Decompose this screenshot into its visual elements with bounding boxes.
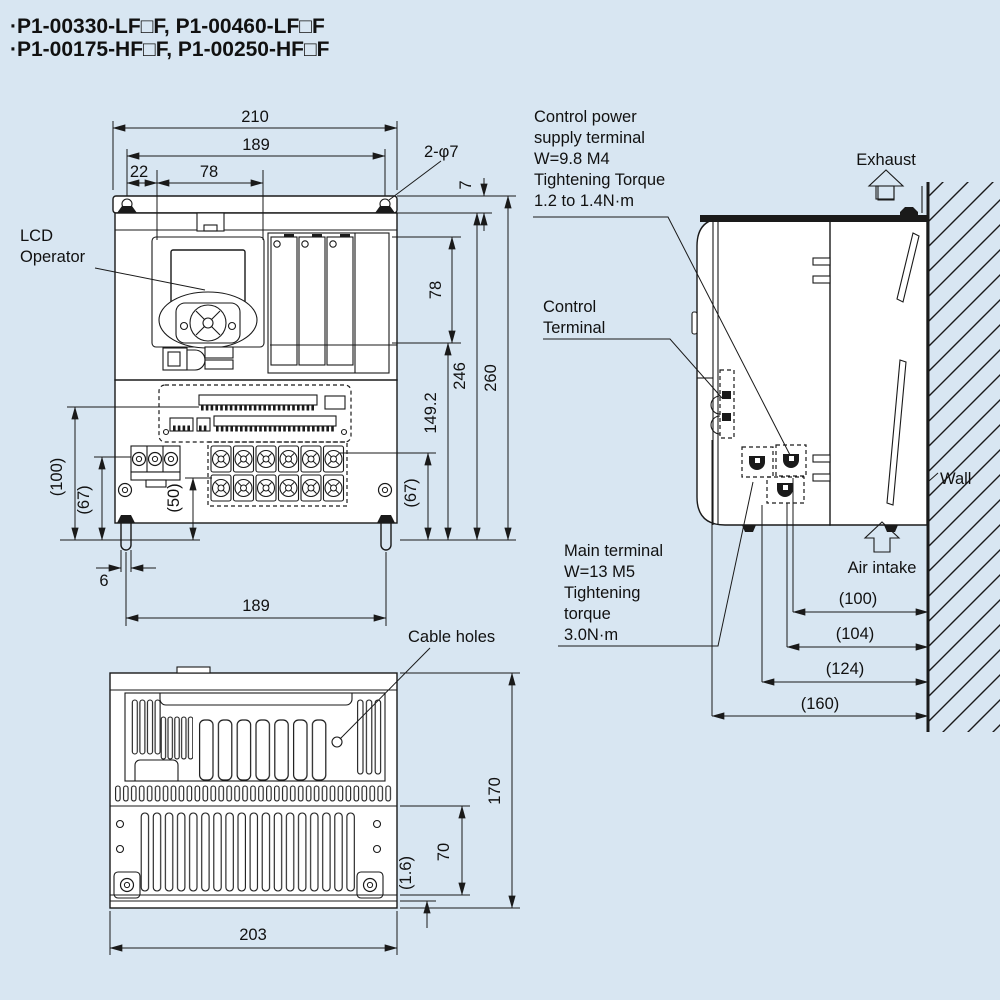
- dim-depth: 170: [486, 777, 504, 805]
- wall-label: Wall: [940, 470, 971, 488]
- control-power-terminal-block: [130, 445, 181, 488]
- option-slot-2: [298, 236, 326, 366]
- dim-clearance-104: (104): [836, 625, 875, 643]
- base-screw-right: [362, 877, 378, 893]
- control-power-label-3: W=9.8 M4: [534, 150, 610, 168]
- main-terminal-label-1: Main terminal: [564, 542, 663, 560]
- main-terminal-label-3: Tightening: [564, 584, 640, 602]
- dim-mounting-width: 189: [242, 136, 270, 154]
- side-control-terminal: [710, 369, 735, 439]
- option-slot-bay: [267, 232, 397, 374]
- terminal-strip-small-1: [169, 417, 194, 432]
- foot-right: [377, 515, 395, 551]
- fin-hook-lower: [886, 359, 907, 506]
- dim-foot-width: 6: [99, 572, 108, 590]
- control-power-label-4: Tightening Torque: [534, 171, 665, 189]
- round-connector: [186, 349, 206, 371]
- dim-operator-width: 78: [200, 163, 218, 181]
- control-terminal-label-1: Control: [543, 298, 596, 316]
- title-block: ·P1-00330-LF□F, P1-00460-LF□F ·P1-00175-…: [10, 15, 330, 61]
- heatsink-fins: [139, 812, 357, 893]
- control-power-label-2: supply terminal: [534, 129, 645, 147]
- mount-boss-right: [375, 206, 395, 213]
- main-terminal-label-4: torque: [564, 605, 611, 623]
- mount-boss-left: [117, 206, 137, 213]
- dim-overall-height: 260: [482, 364, 500, 392]
- side-body: [696, 217, 928, 526]
- terminal-strip-small-2: [196, 417, 211, 432]
- dim-fin-height: 70: [435, 843, 453, 861]
- lcd-operator-label-2: Operator: [20, 248, 86, 266]
- dim-option-height: 78: [427, 281, 445, 299]
- lcd-operator: [151, 236, 265, 371]
- control-terminal-label-2: Terminal: [543, 319, 605, 337]
- dim-plate-offset: 7: [457, 180, 475, 189]
- dim-overall-width: 210: [241, 108, 269, 126]
- top-latch: [196, 212, 225, 232]
- top-bracket: [900, 207, 918, 215]
- top-plate-edge: [700, 215, 927, 222]
- main-terminal-label-2: W=13 M5: [564, 563, 635, 581]
- cable-holes-leader: [339, 647, 431, 740]
- model-list-line2: ·P1-00175-HF□F, P1-00250-HF□F: [10, 38, 330, 61]
- wall-hatch: [928, 182, 1000, 732]
- main-terminal-leader: [558, 481, 754, 647]
- dim-bottom-mounting-width: 189: [242, 597, 270, 615]
- control-terminal-leader: [543, 338, 723, 399]
- dim-left-terminal-height: (100): [48, 458, 66, 497]
- side-view-dimensions: (100) (104) (124) (160): [711, 440, 929, 720]
- terminal-strip-lower: [213, 415, 337, 427]
- dim-body-height: 246: [451, 362, 469, 390]
- option-slot-1: [270, 236, 298, 366]
- model-list-line1: ·P1-00330-LF□F, P1-00460-LF□F: [10, 15, 325, 38]
- mounting-plate: [112, 195, 398, 214]
- vent-slots-right: [356, 699, 383, 777]
- dim-left-block-height: (67): [75, 485, 93, 514]
- control-power-leader: [533, 216, 791, 456]
- case-screw-left: [117, 482, 133, 498]
- dim-right-terminal-height: (67): [402, 478, 420, 507]
- lcd-leader-line: [94, 267, 206, 291]
- dim-clearance-124: (124): [826, 660, 865, 678]
- exhaust-arrow-icon: [867, 169, 905, 201]
- dim-hole-offset: 22: [130, 163, 148, 181]
- dim-lower-height: 149.2: [422, 392, 440, 433]
- dim-center-terminal-height: (50): [165, 483, 183, 512]
- holes-leader-line: [388, 160, 442, 201]
- option-slot-3: [326, 236, 354, 366]
- dim-clearance-160: (160): [801, 695, 840, 713]
- side-view: Control power supply terminal W=9.8 M4 T…: [533, 108, 1000, 732]
- usb-connector: [162, 347, 188, 371]
- air-intake-arrow-icon: [863, 521, 901, 553]
- air-intake-label: Air intake: [848, 559, 917, 577]
- bottom-view-dimensions: 170 70 (1.6) 203: [109, 672, 520, 955]
- case-screw-right: [377, 482, 393, 498]
- control-power-label-5: 1.2 to 1.4N·m: [534, 192, 634, 210]
- terminal-strip-upper: [198, 394, 318, 406]
- dim-clearance-100: (100): [839, 590, 878, 608]
- main-terminal-block: [207, 441, 348, 507]
- bottom-view: Cable holes 170 70 (1.6) 203: [109, 628, 520, 955]
- front-view: LCD Operator 2-φ7 210 189 22 78 7: [20, 108, 516, 626]
- vent-slots-left2: [160, 716, 193, 762]
- fin-hook-upper: [896, 232, 920, 303]
- control-terminal-area: [158, 384, 352, 443]
- control-power-label-1: Control power: [534, 108, 637, 126]
- base-screw-left: [119, 877, 135, 893]
- exhaust-label: Exhaust: [856, 151, 916, 169]
- vent-slots-left: [131, 699, 161, 757]
- dim-plate-thickness: (1.6): [397, 856, 415, 890]
- vent-channels: [197, 719, 329, 781]
- side-foot-left: [742, 525, 756, 532]
- vent-ovals: [114, 785, 393, 803]
- front-view-dimensions: 210 189 22 78 7 78 149.2 246: [48, 108, 516, 626]
- side-main-terminals: [741, 444, 807, 504]
- mounting-holes-label: 2-φ7: [424, 143, 459, 161]
- dim-width: 203: [239, 926, 267, 944]
- main-terminal-label-5: 3.0N·m: [564, 626, 618, 644]
- cable-hole: [331, 736, 343, 748]
- cable-holes-label: Cable holes: [408, 628, 495, 646]
- lcd-operator-label-1: LCD: [20, 227, 53, 245]
